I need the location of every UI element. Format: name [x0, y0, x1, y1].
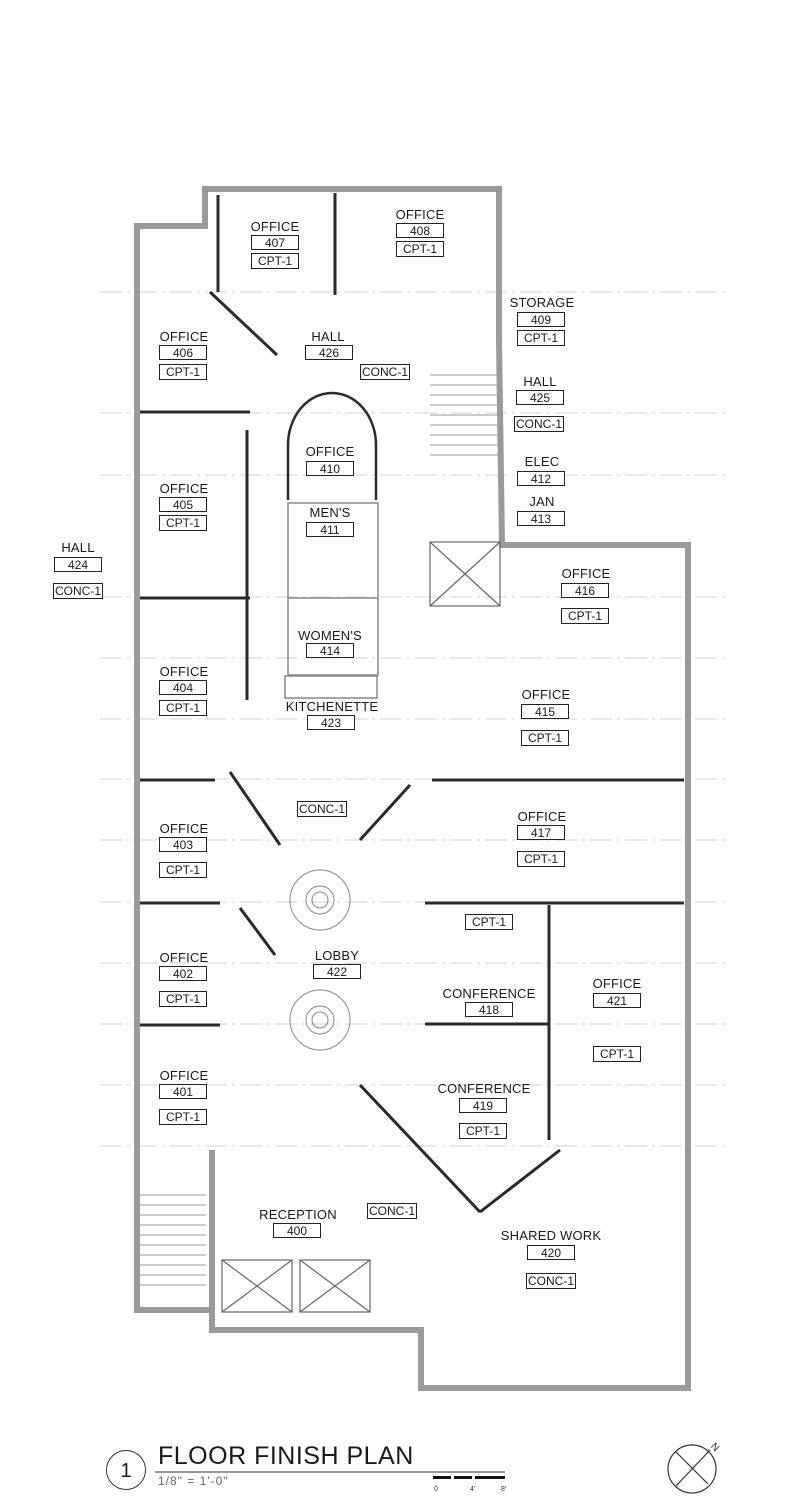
scale-bar	[155, 1471, 505, 1479]
room-name: ELEC	[524, 454, 560, 469]
room-finish: CPT-1	[593, 1046, 641, 1062]
room-number: 401	[159, 1084, 207, 1099]
room-name: OFFICE	[305, 444, 355, 459]
room-name: OFFICE	[592, 976, 642, 991]
room-name: OFFICE	[159, 481, 209, 496]
room-finish: CPT-1	[159, 700, 207, 716]
room-number: 408	[396, 223, 444, 238]
room-name: HALL	[311, 329, 345, 344]
room-finish: CPT-1	[517, 851, 565, 867]
room-finish: CPT-1	[251, 253, 299, 269]
room-number: 420	[527, 1245, 575, 1260]
room-finish: CONC-1	[526, 1273, 576, 1289]
room-number: 410	[306, 461, 354, 476]
elevator-shafts	[221, 541, 501, 1313]
room-name: OFFICE	[159, 950, 209, 965]
room-finish: CPT-1	[159, 862, 207, 878]
room-number: 415	[521, 704, 569, 719]
gridlines	[100, 291, 730, 1147]
room-finish: CPT-1	[561, 608, 609, 624]
room-name: LOBBY	[314, 948, 360, 963]
room-name: HALL	[61, 540, 95, 555]
room-finish: CPT-1	[159, 364, 207, 380]
room-number: 411	[306, 522, 354, 537]
room-number: 414	[306, 643, 354, 658]
room-number: 405	[159, 497, 207, 512]
drawing-scale: 1/8" = 1'-0"	[158, 1474, 229, 1488]
room-number: 412	[517, 471, 565, 486]
room-finish: CONC-1	[514, 416, 564, 432]
room-number: 404	[159, 680, 207, 695]
room-name: OFFICE	[250, 219, 300, 234]
room-number: 413	[517, 511, 565, 526]
room-name: MEN'S	[309, 505, 351, 520]
room-name: STORAGE	[509, 295, 575, 310]
room-name: OFFICE	[159, 821, 209, 836]
room-finish: CPT-1	[521, 730, 569, 746]
room-name: HALL	[523, 374, 557, 389]
room-finish: CONC-1	[297, 801, 347, 817]
room-name: RECEPTION	[259, 1207, 337, 1222]
room-number: 421	[593, 993, 641, 1008]
room-name: CONFERENCE	[442, 986, 536, 1001]
room-number: 400	[273, 1223, 321, 1238]
scale-bar-tick-8: 8'	[501, 1486, 507, 1493]
room-name: OFFICE	[561, 566, 611, 581]
room-name: WOMEN'S	[298, 628, 362, 643]
room-name: OFFICE	[159, 664, 209, 679]
exterior-walls	[134, 186, 691, 1391]
room-name: KITCHENETTE	[285, 699, 379, 714]
lobby-rotunda	[289, 869, 351, 1051]
room-number: 422	[313, 964, 361, 979]
room-number: 424	[54, 557, 102, 572]
room-finish: CPT-1	[517, 330, 565, 346]
north-arrow	[667, 1444, 717, 1494]
interior-walls	[140, 193, 684, 1214]
room-finish: CPT-1	[396, 241, 444, 257]
room-finish: CONC-1	[53, 583, 103, 599]
restroom-block	[284, 502, 379, 699]
room-name: OFFICE	[159, 1068, 209, 1083]
stair-treads	[140, 374, 498, 1286]
drawing-number-bubble: 1	[106, 1450, 146, 1490]
room-number: 416	[561, 583, 609, 598]
room-number: 425	[516, 390, 564, 405]
room-name: SHARED WORK	[500, 1228, 602, 1243]
room-finish: CPT-1	[159, 515, 207, 531]
room-finish: CPT-1	[465, 914, 513, 930]
room-number: 406	[159, 345, 207, 360]
room-number: 409	[517, 312, 565, 327]
room-finish: CONC-1	[360, 364, 410, 380]
room-finish: CPT-1	[159, 991, 207, 1007]
room-number: 426	[305, 345, 353, 360]
room-finish: CONC-1	[367, 1203, 417, 1219]
room-number: 423	[307, 715, 355, 730]
room-number: 407	[251, 235, 299, 250]
scale-bar-tick-0: 0	[434, 1486, 438, 1493]
room-finish: CPT-1	[459, 1123, 507, 1139]
room-name: OFFICE	[159, 329, 209, 344]
scale-bar-tick-4: 4'	[470, 1486, 476, 1493]
room-name: CONFERENCE	[437, 1081, 531, 1096]
room-number: 417	[517, 825, 565, 840]
room-name: OFFICE	[521, 687, 571, 702]
room-finish: CPT-1	[159, 1109, 207, 1125]
office-410-arch	[286, 391, 378, 500]
room-name: JAN	[529, 494, 555, 509]
room-name: OFFICE	[395, 207, 445, 222]
room-number: 418	[465, 1002, 513, 1017]
room-number: 402	[159, 966, 207, 981]
drawing-title: FLOOR FINISH PLAN	[158, 1442, 414, 1470]
room-number: 419	[459, 1098, 507, 1113]
room-name: OFFICE	[517, 809, 567, 824]
room-number: 403	[159, 837, 207, 852]
